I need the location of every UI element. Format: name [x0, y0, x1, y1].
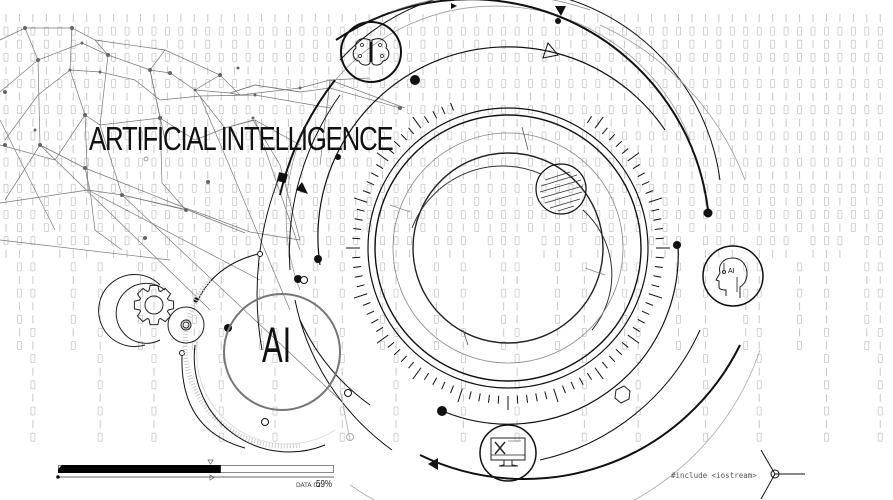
polygon-network — [0, 27, 406, 401]
ai-head-icon: AI — [702, 245, 764, 307]
data-progress-bar — [58, 465, 334, 474]
ai-head-label: AI — [728, 268, 735, 275]
page-title: ARTIFICIAL INTELLIGENCE — [89, 120, 394, 157]
progress-label: DATA 02 — [296, 482, 321, 489]
hud-rings — [256, 0, 761, 500]
hatched-sphere — [535, 163, 587, 215]
connector-glyph — [760, 449, 805, 500]
ai-circle — [182, 278, 341, 453]
code-snippet: #include <iostream> — [671, 471, 757, 480]
tick-ring — [346, 102, 670, 410]
progress-fill — [58, 465, 221, 473]
progress-value: 59% — [316, 479, 333, 490]
gears-icon — [98, 274, 205, 348]
dna-monitor-icon — [479, 424, 537, 482]
network-nodes — [3, 26, 402, 240]
brain-icon — [340, 21, 402, 83]
ai-center-label: AI — [262, 317, 292, 373]
ring-markers — [193, 3, 713, 470]
